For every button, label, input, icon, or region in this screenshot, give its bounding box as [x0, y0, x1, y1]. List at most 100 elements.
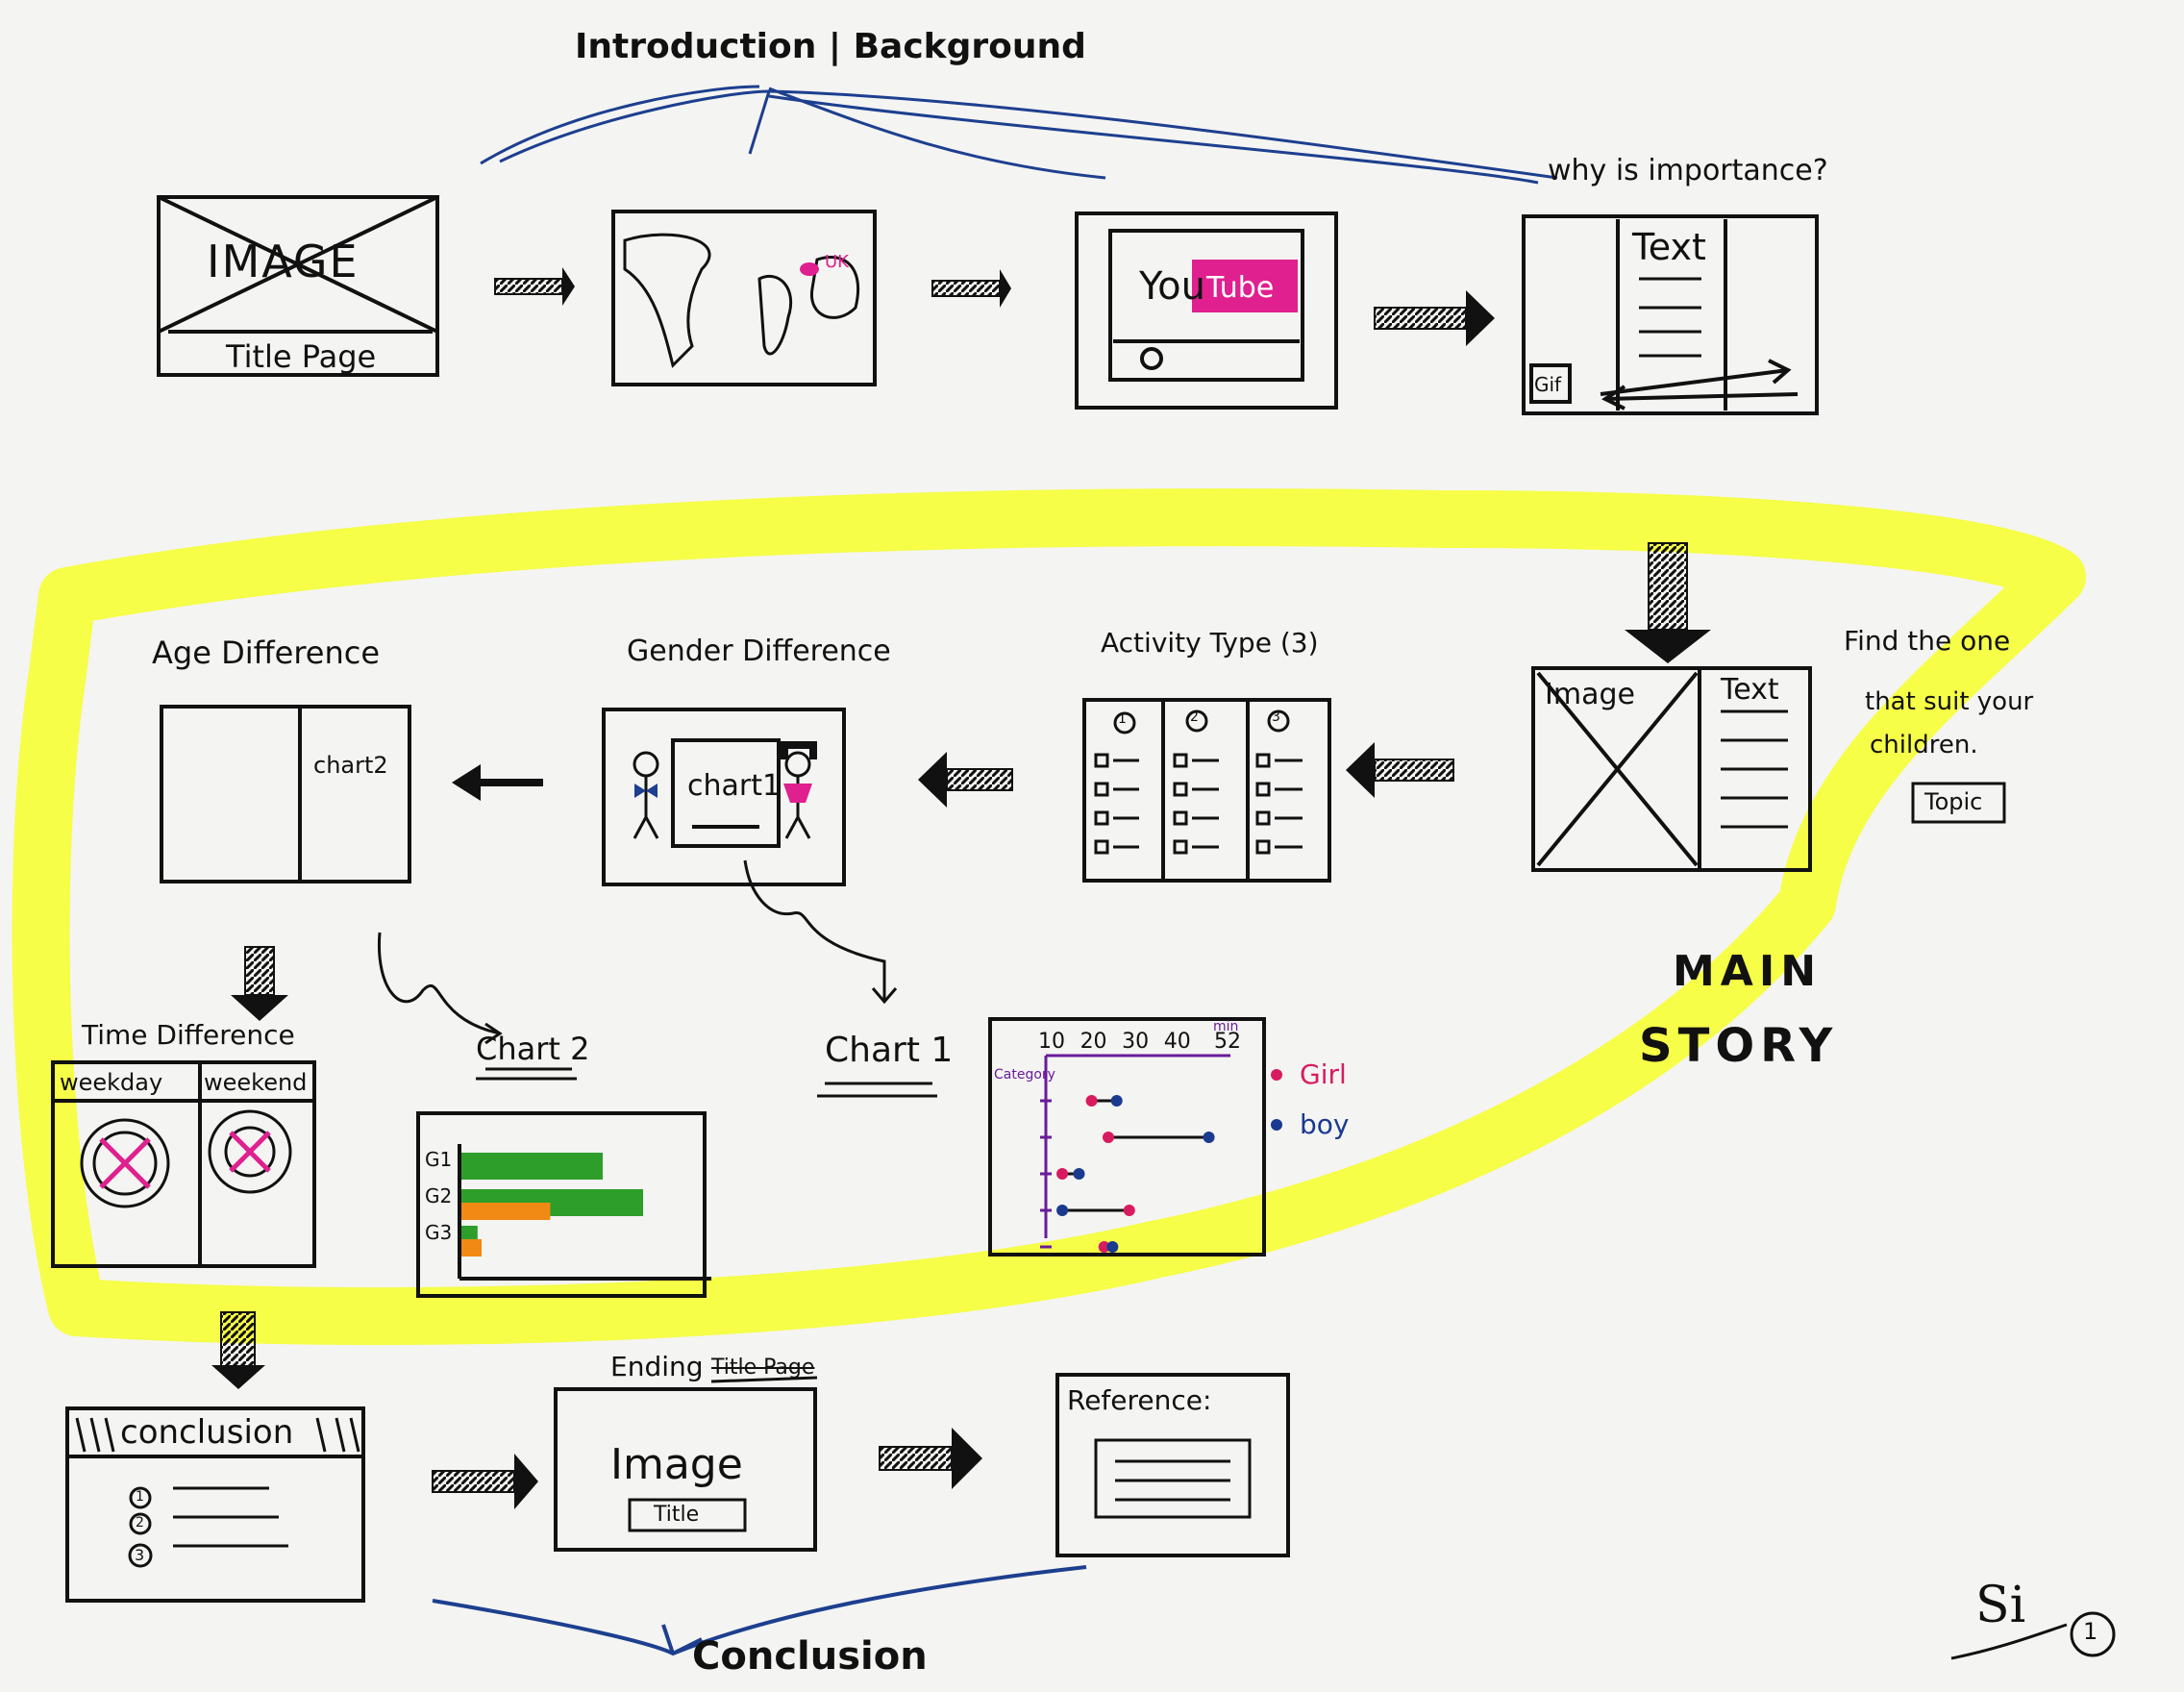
- conclusion-item-3: 3: [135, 1546, 145, 1564]
- chart2-frame: [416, 1111, 711, 1298]
- tube-badge: [1192, 260, 1298, 312]
- legend-swatch: [1271, 1119, 1282, 1131]
- arrows-row1: [494, 267, 1495, 346]
- ending-image-label: Image: [610, 1440, 743, 1489]
- topic-intro-frame: [1531, 666, 2006, 872]
- signature-name: Si: [1975, 1577, 2026, 1634]
- map-frame: [611, 210, 877, 386]
- topic-note-line1: Find the one: [1844, 625, 2011, 657]
- arrows-row2: [452, 742, 1454, 808]
- activity-col-2: 2: [1190, 709, 1199, 725]
- video-you-label: You: [1139, 264, 1205, 309]
- girl-point: [1098, 1241, 1110, 1253]
- time-title: Time Difference: [82, 1019, 295, 1051]
- ending-title-button[interactable]: Title: [654, 1503, 700, 1527]
- boy-point: [1110, 1095, 1123, 1107]
- gender-title: Gender Difference: [627, 634, 891, 668]
- time-frame: [51, 1060, 316, 1268]
- topic-button[interactable]: Topic: [1924, 788, 1983, 815]
- boy-point: [1203, 1132, 1215, 1143]
- arrow-down-conclusion: [211, 1311, 265, 1389]
- chart-connectors: [377, 859, 898, 1045]
- video-tube-label: Tube: [1206, 271, 1275, 305]
- title-page-caption: Title Page: [226, 338, 377, 375]
- time-tab-weekend[interactable]: weekend: [204, 1069, 308, 1096]
- boy-point: [1056, 1205, 1069, 1216]
- activity-col-3: 3: [1272, 709, 1280, 725]
- text-panel-frame: [1522, 214, 1819, 415]
- dot-x-tick: 40: [1164, 1030, 1191, 1054]
- conclusion-header: conclusion: [120, 1413, 294, 1452]
- boy-bowtie-icon: [634, 784, 658, 798]
- map-uk-label: UK: [825, 252, 849, 272]
- arrow-down-time: [231, 946, 288, 1021]
- video-frame: [1075, 212, 1338, 410]
- arrow-down-topic: [1625, 542, 1711, 663]
- reference-frame: [1055, 1373, 1290, 1557]
- conclusion-item-1: 1: [136, 1489, 144, 1505]
- chart1-frame: [988, 1017, 1266, 1257]
- activity-col-1: 1: [1118, 711, 1127, 727]
- chart2-label: Chart 2: [476, 1031, 590, 1067]
- age-chart-label: chart2: [313, 752, 388, 779]
- dot-x-tick: 10: [1038, 1030, 1065, 1054]
- main-story-line1: MAIN: [1673, 947, 1823, 996]
- girl-dress-icon: [783, 784, 812, 803]
- topic-note-line3: children.: [1870, 731, 1978, 759]
- girl-point: [1085, 1095, 1098, 1107]
- dot-x-unit: min: [1213, 1019, 1238, 1034]
- dot-y-label: Category: [994, 1067, 1055, 1082]
- conclusion-heading: Conclusion: [692, 1634, 928, 1679]
- gender-chart-label: chart1: [687, 769, 782, 803]
- topic-text-lines: [1721, 709, 1788, 829]
- activity-title: Activity Type (3): [1101, 627, 1319, 659]
- highlighter-loop: [12, 488, 2086, 1346]
- ending-title: Ending: [610, 1351, 704, 1382]
- dot-x-tick: 52: [1214, 1030, 1241, 1054]
- topic-note-line2: that suit your: [1865, 687, 2034, 716]
- legend-label: boy: [1300, 1108, 1349, 1140]
- chart1-label: Chart 1: [825, 1031, 954, 1070]
- age-frame: [160, 705, 411, 883]
- why-note: why is importance?: [1548, 154, 1828, 187]
- ending-struck-text: Title Page: [711, 1356, 815, 1380]
- boy-point: [1106, 1241, 1119, 1253]
- age-title: Age Difference: [152, 634, 381, 671]
- bar-mark: [461, 1203, 551, 1220]
- dot-x-tick: 20: [1080, 1030, 1107, 1054]
- signature-strokes: [1950, 1611, 2116, 1660]
- girl-point: [1123, 1205, 1135, 1216]
- text-panel-heading: Text: [1632, 226, 1706, 268]
- activity-frame: [1082, 698, 1331, 883]
- title-page-frame: [157, 195, 439, 377]
- arrows-row3: [432, 1428, 982, 1509]
- topic-image-label: Image: [1545, 678, 1635, 711]
- time-tab-weekday[interactable]: weekday: [60, 1069, 163, 1096]
- legend-label: Girl: [1300, 1058, 1347, 1090]
- conclusion-item-2: 2: [136, 1515, 144, 1530]
- girl-point: [1103, 1132, 1114, 1143]
- conclusion-frame: [65, 1406, 365, 1603]
- activity-items: [1094, 709, 1303, 855]
- intro-heading: Introduction | Background: [575, 27, 1086, 66]
- signature-page: 1: [2083, 1618, 2098, 1645]
- bar-mark: [461, 1153, 603, 1180]
- boy-point: [1073, 1168, 1085, 1180]
- time-cross-marks: [99, 1131, 271, 1189]
- conclusion-swoosh: [432, 1565, 1087, 1656]
- girl-point: [1056, 1168, 1069, 1180]
- bar-category-label: G2: [425, 1184, 452, 1207]
- reference-title: Reference:: [1067, 1384, 1212, 1416]
- bar-mark: [461, 1239, 482, 1257]
- text-panel-lines: [1639, 277, 1701, 358]
- gif-label: Gif: [1534, 373, 1562, 396]
- title-page-image-label: IMAGE: [207, 236, 360, 287]
- topic-text-heading: Text: [1721, 673, 1779, 707]
- bar-category-label: G3: [425, 1221, 452, 1244]
- main-story-line2: STORY: [1639, 1019, 1839, 1073]
- ending-frame: [554, 1376, 818, 1552]
- intro-fan-lines: [480, 85, 1558, 185]
- bar-category-label: G1: [425, 1148, 452, 1171]
